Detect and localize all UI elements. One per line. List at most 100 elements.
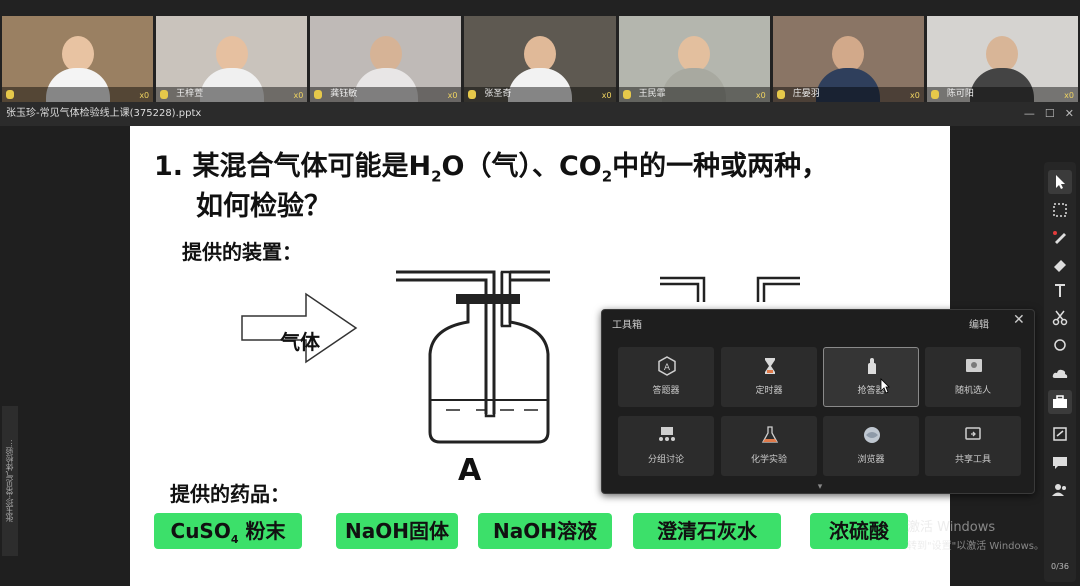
participant-score: x0 [1064,91,1074,100]
participant-name-bar [2,87,154,102]
participant-name: 王民霏 [638,89,666,99]
participant-name-bar: 陈可阳 [926,87,1078,102]
chip-conc-sulfuric-acid: 浓硫酸 [810,513,908,549]
answer-icon: A [658,356,676,376]
participant-tile[interactable]: x0 [2,16,154,102]
participant-score: x0 [910,91,920,100]
mic-icon [6,90,14,99]
share-screen-icon [965,427,981,440]
gas-arrow-shape [241,292,358,364]
shape-icon[interactable] [1048,333,1072,357]
participant-video [816,32,881,102]
eraser-icon[interactable] [1048,252,1072,276]
tool-buzzer[interactable]: 抢答器 [823,347,919,407]
left-gutter: 张玉珍-常见气体检验... [0,126,130,586]
users-icon[interactable] [1048,478,1072,502]
tool-timer[interactable]: 定时器 [721,347,817,407]
participant-score: x0 [293,91,304,100]
participant-score: x0 [755,91,766,100]
mic-icon [468,90,477,99]
mic-icon [776,90,785,99]
chat-icon[interactable] [1048,450,1072,474]
participant-tile[interactable]: 陈可阳 x0 [926,16,1078,102]
tool-share[interactable]: 共享工具 [925,416,1021,476]
mouse-cursor-icon [880,378,890,394]
participant-name-bar: 王民霏 [618,87,770,102]
right-toolbar: 0/36 [1044,162,1076,582]
participant-video [970,32,1035,102]
chip-limewater: 澄清石灰水 [633,513,781,549]
hand-icon [868,358,876,374]
participant-name: 龚钰敏 [330,89,358,99]
chip-cuso4-powder: CuSO4 粉末 [154,513,302,549]
windows-activation-watermark: 激活 Windows 转到"设置"以激活 Windows。 [907,520,1045,552]
tool-browser[interactable]: 浏览器 [823,416,919,476]
window-controls: — ☐ ✕ [1024,102,1074,126]
svg-text:A: A [664,363,671,373]
question-line-2: 如何检验？ [196,191,331,222]
toolbox-icon[interactable] [1048,390,1072,414]
tool-group-discuss[interactable]: 分组讨论 [618,416,714,476]
chip-naoh-solution: NaOH溶液 [478,513,612,549]
participant-name: 张圣奇 [484,89,512,99]
chip-naoh-solid: NaOH固体 [336,513,458,549]
toolbox-edit-button[interactable]: 编辑 [969,320,989,331]
side-panel-tab[interactable]: 张玉珍-常见气体检验... [2,406,18,556]
toolbox-expand-icon[interactable]: ▾ [817,482,823,492]
participant-video [507,32,572,102]
toolbox-panel: 工具箱 编辑 ✕ A 答题器 定时器 抢答器 随机选人 分组讨论 化学实验 [601,309,1035,494]
scissors-icon[interactable] [1048,306,1072,330]
close-window-button[interactable]: ✕ [1064,107,1074,120]
mic-icon [160,90,169,99]
participant-tile[interactable]: 庄晏羽 x0 [772,16,924,102]
toolbox-close-button[interactable]: ✕ [1013,312,1025,328]
participant-score: x0 [139,91,150,100]
participant-score: x0 [447,91,458,100]
cloud-icon[interactable] [1048,362,1072,386]
document-title: 张玉珍-常见气体检验线上课(375228).pptx [6,108,202,119]
participant-tile[interactable]: 张圣奇 x0 [464,16,616,102]
bottle-a-label: A [458,453,482,488]
text-icon[interactable] [1048,279,1072,303]
toolbox-title: 工具箱 [612,320,642,331]
document-title-bar: 张玉珍-常见气体检验线上课(375228).pptx — ☐ ✕ [0,102,1080,126]
participant-tile[interactable]: 王梓萱 x0 [156,16,308,102]
tool-answer[interactable]: A 答题器 [618,347,714,407]
select-arrow-icon[interactable] [1048,170,1072,194]
devices-heading: 提供的装置： [182,240,302,264]
participant-video [45,32,110,102]
minimize-button[interactable]: — [1023,107,1035,120]
drugs-heading: 提供的药品： [170,482,290,506]
page-counter: 0/36 [1051,562,1069,571]
hourglass-icon [765,358,775,374]
mic-icon [622,90,631,99]
drying-tube-b [660,276,800,302]
tool-random-pick[interactable]: 随机选人 [925,347,1021,407]
participant-video [353,32,418,102]
random-pick-icon [966,359,982,372]
gas-washing-bottle-a [396,270,550,444]
participant-video [199,32,264,102]
participant-strip: x0 王梓萱 x0 龚钰敏 x0 张圣奇 x0 王民霏 x0 庄晏羽 x0 陈可阳 x0 [0,0,1080,102]
browser-icon [864,427,880,443]
participant-name: 庄晏羽 [792,89,820,99]
participant-tile[interactable]: 龚钰敏 x0 [310,16,462,102]
participant-tile[interactable]: 王民霏 x0 [618,16,770,102]
participant-name: 王梓萱 [176,89,204,99]
participant-name-bar: 王梓萱 [156,87,308,102]
participant-score: x0 [601,91,612,100]
tool-chem-lab[interactable]: 化学实验 [721,416,817,476]
region-select-icon[interactable] [1048,198,1072,222]
pen-icon[interactable] [1048,225,1072,249]
flask-icon [761,426,779,443]
group-discuss-icon [659,427,675,441]
question-line-1: 1. 某混合气体可能是H2O（气）、CO2中的一种或两种， [154,151,829,186]
note-icon[interactable] [1048,422,1072,446]
maximize-button[interactable]: ☐ [1044,107,1055,120]
participant-name: 陈可阳 [946,89,974,99]
mic-icon [314,90,323,99]
participant-name-bar: 张圣奇 [464,87,616,102]
gas-arrow-label: 气体 [280,330,320,354]
participant-video [662,32,727,102]
